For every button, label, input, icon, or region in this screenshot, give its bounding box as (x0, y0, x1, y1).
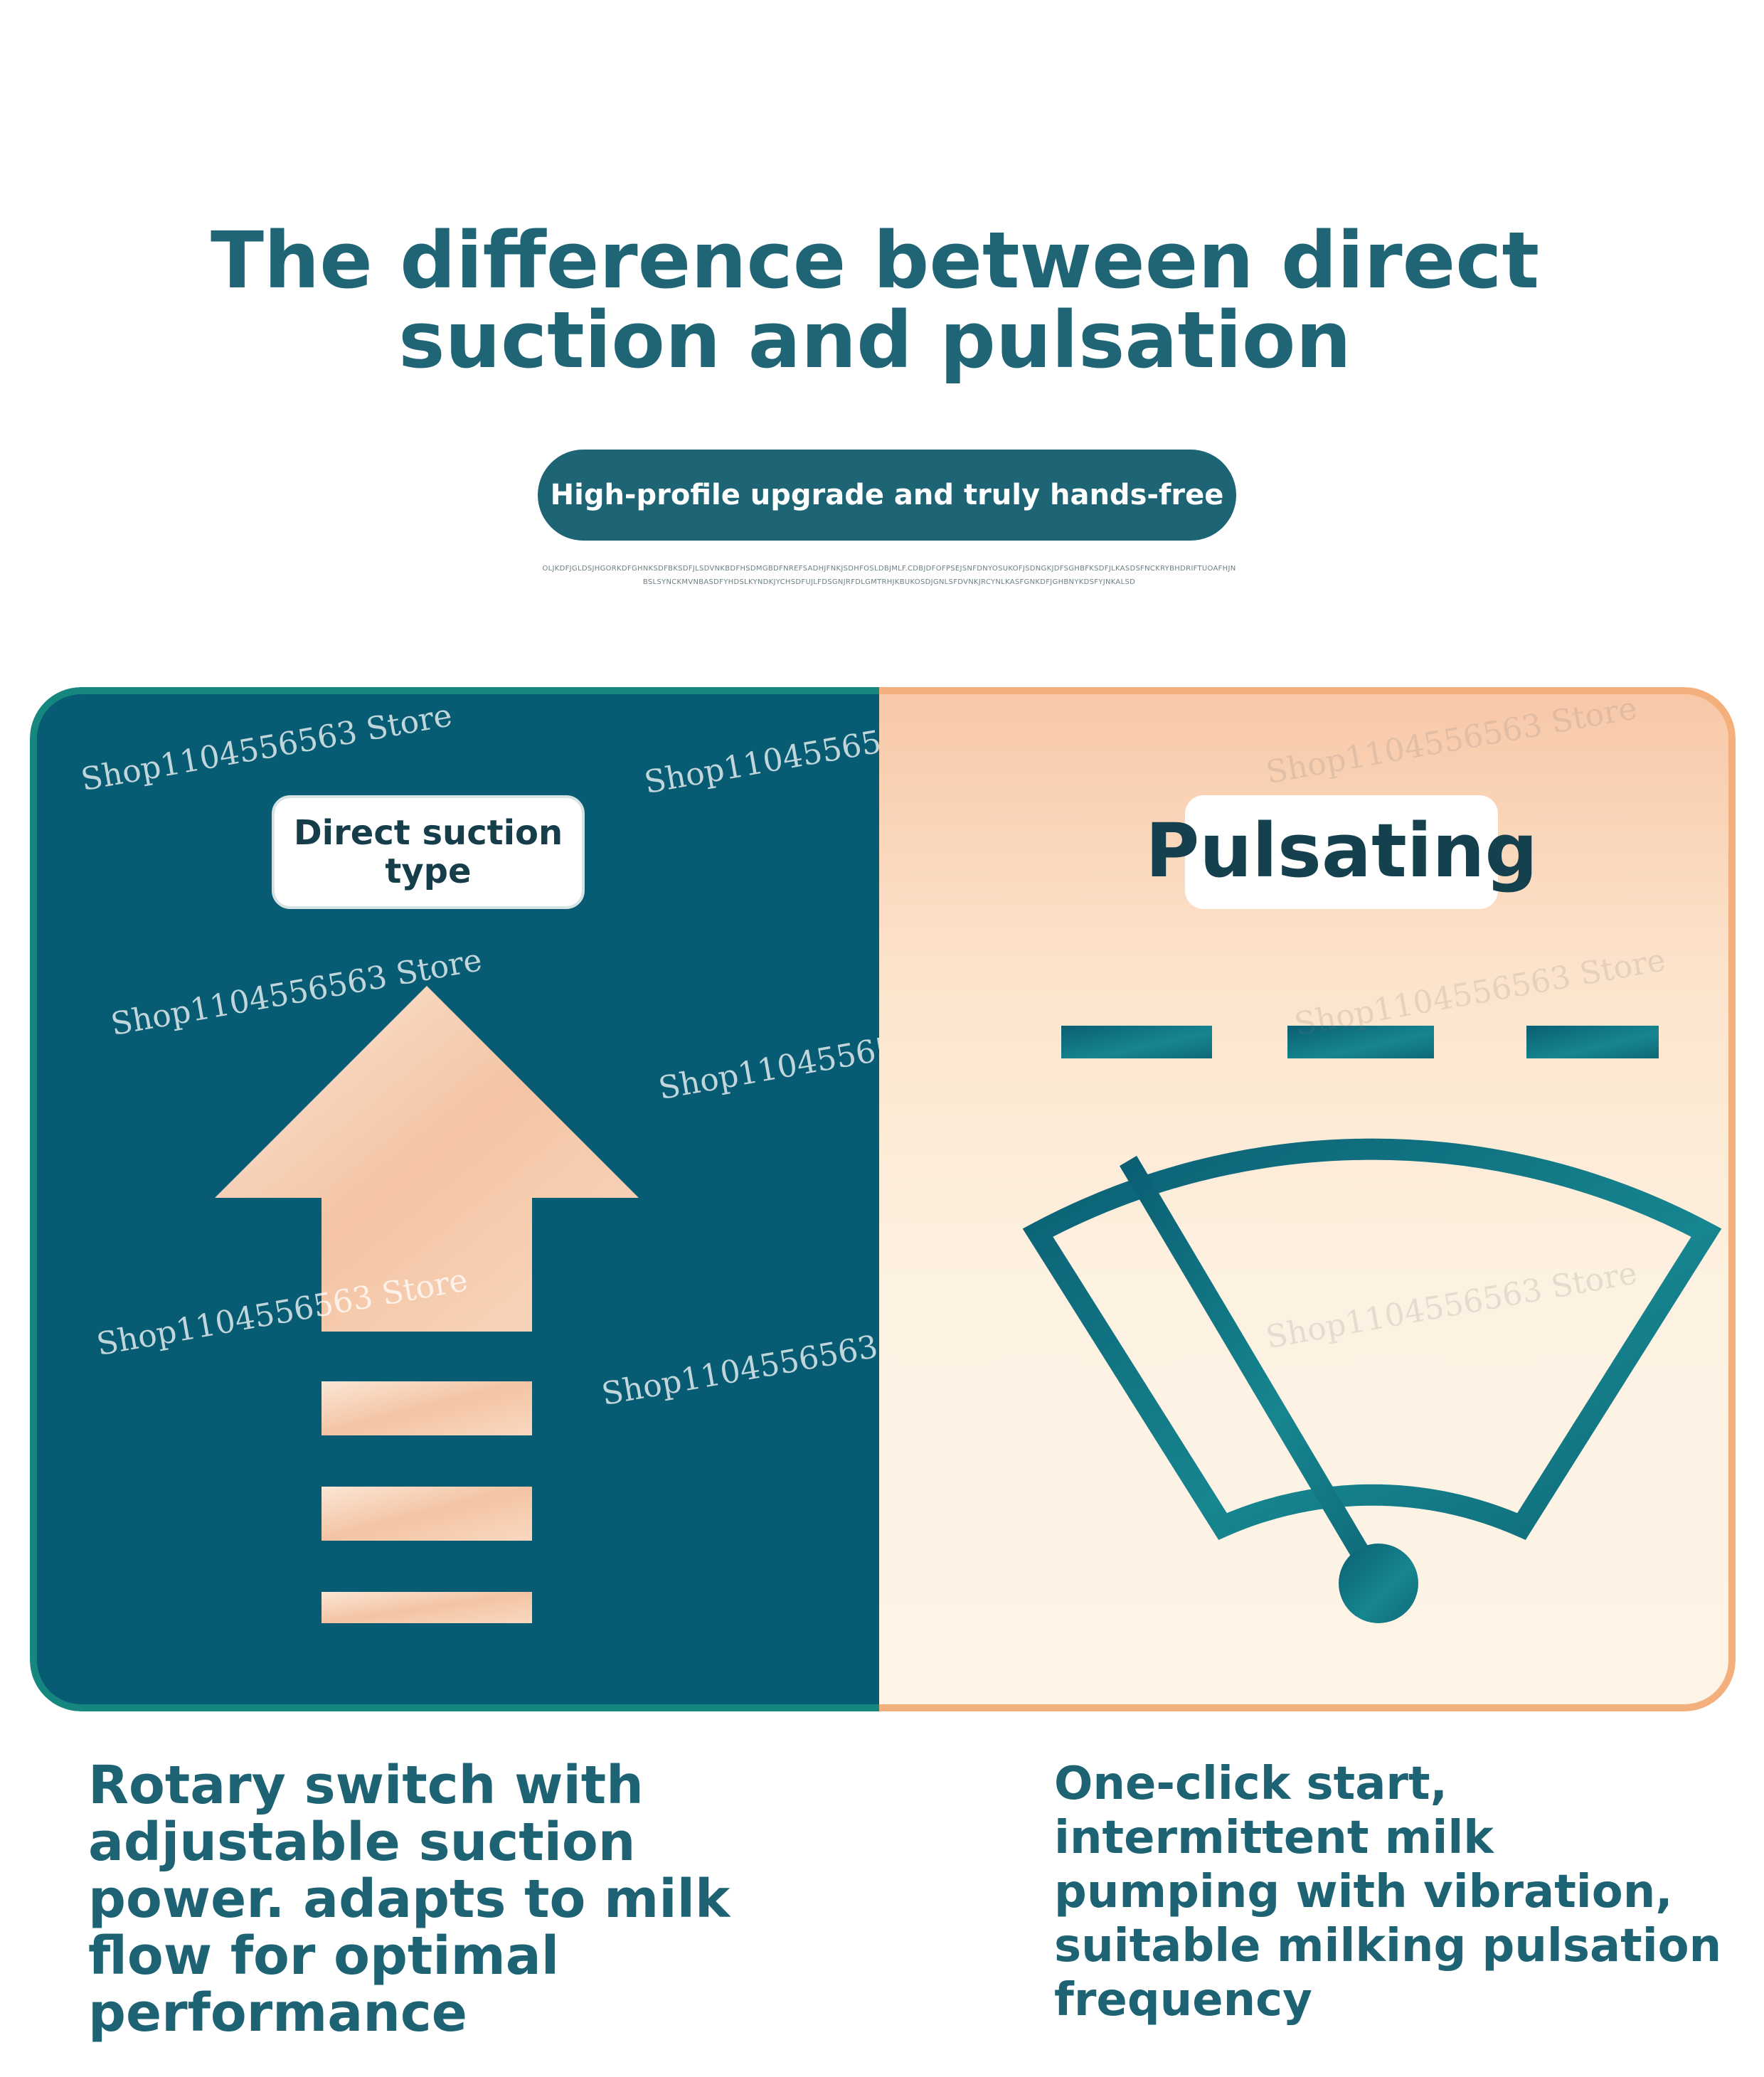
arrow-bar-3 (322, 1592, 532, 1623)
fine-print: OLJKDFJGLDSJHGORKDFGHNKSDFBKSDFJLSDVNKBD… (542, 565, 1236, 586)
pulsating-label: Pulsating (1145, 807, 1538, 894)
pulsating-label-box (1185, 795, 1498, 909)
pulsating-description: One-click start, intermittent milk pumpi… (1054, 1758, 1722, 2026)
arrow-bar-1 (322, 1381, 532, 1435)
page-title: The difference between direct suction an… (210, 215, 1540, 386)
wiper-sector-outline (1022, 1138, 1722, 1540)
wiper-gauge-icon (1022, 1026, 1722, 1623)
pulsating-panel: Pulsating Shop1104556563 Store Shop11045… (879, 687, 1736, 1711)
pulse-dash-3 (1526, 1026, 1659, 1058)
direct-suction-label: Direct suction type (272, 795, 585, 909)
arrow-head-shape (215, 986, 639, 1332)
pulse-dash-2 (1287, 1026, 1434, 1058)
upgrade-badge: High-profile upgrade and truly hands-fre… (538, 450, 1236, 541)
direct-suction-description: Rotary switch with adjustable suction po… (88, 1755, 730, 2044)
arrow-bar-2 (322, 1487, 532, 1541)
direct-suction-panel: Direct suction type Shop1104556563 Store… (30, 687, 1032, 1711)
wiper-pivot (1339, 1544, 1418, 1623)
upward-arrow-icon (215, 986, 639, 1623)
upgrade-badge-label: High-profile upgrade and truly hands-fre… (550, 479, 1224, 511)
pulse-dash-1 (1061, 1026, 1212, 1058)
wiper-arm (1119, 1155, 1388, 1589)
comparison-panels: Direct suction type Shop1104556563 Store… (30, 687, 1736, 1711)
